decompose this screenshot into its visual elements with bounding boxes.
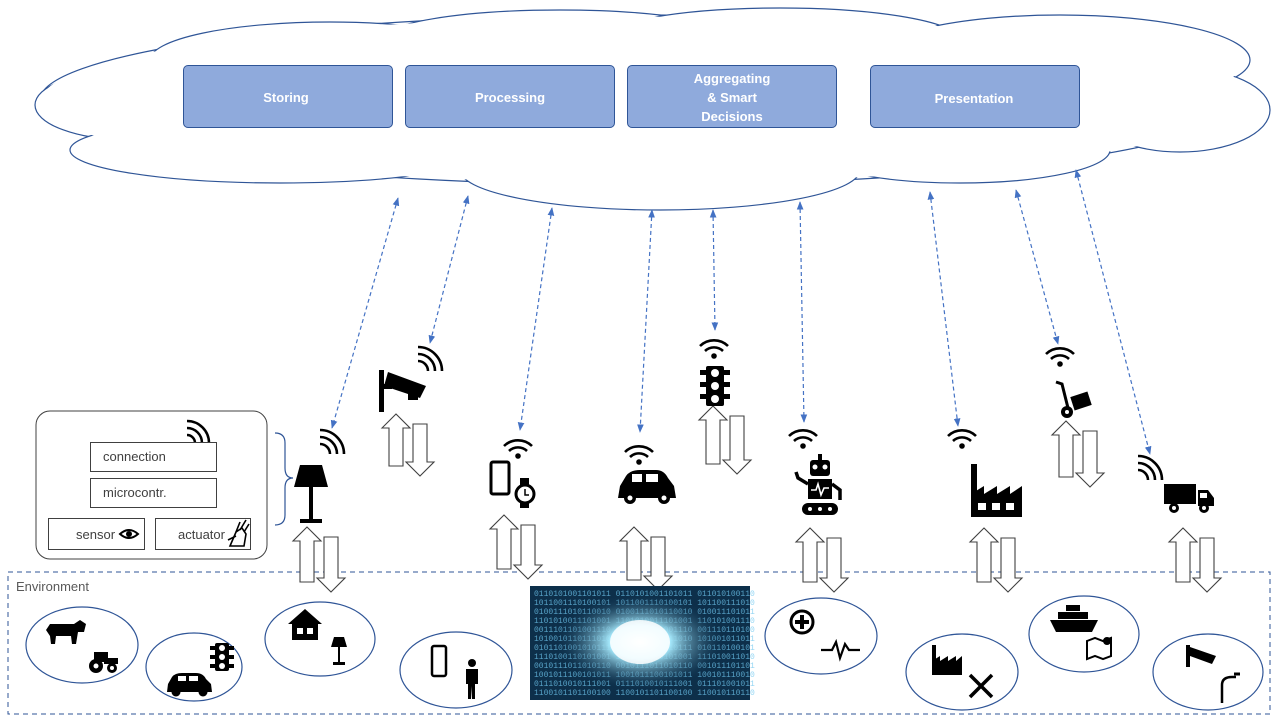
factory-icon [971, 464, 1022, 517]
tractor-icon [89, 652, 118, 673]
up-arrow [618, 526, 650, 581]
wifi-signals-up [503, 339, 1075, 465]
heartbeat-icon [821, 638, 860, 662]
down-arrow [404, 423, 436, 477]
storing-label: Storing [263, 90, 309, 105]
env-lamp-icon [331, 637, 347, 665]
up-arrow [380, 413, 412, 467]
traffic-light-icon [700, 366, 730, 406]
person-icon [466, 659, 478, 699]
env-health [764, 597, 878, 675]
down-arrow [992, 537, 1024, 593]
link-phone [517, 207, 555, 431]
sensor-label: sensor [76, 527, 116, 542]
wifi-signals [319, 345, 1164, 481]
cloud-links [330, 169, 1152, 455]
link-traffic-light [709, 209, 719, 331]
up-arrow [697, 405, 729, 465]
down-arrow [721, 415, 753, 475]
legend-bracket [274, 432, 294, 526]
env-logistics [1028, 595, 1140, 673]
hand-truck-icon [1055, 380, 1092, 418]
map-icon [1086, 636, 1112, 661]
delivery-truck-icon [1164, 484, 1214, 513]
link-lamp [330, 197, 400, 429]
actuator-box: actuator [155, 518, 251, 550]
aggregating-line-1: Aggregating [693, 71, 771, 86]
connection-box: connection [90, 442, 217, 472]
env-factory-icon [932, 645, 962, 675]
env-people [399, 631, 513, 709]
presentation-label: Presentation [934, 91, 1014, 106]
service-storing [183, 65, 393, 128]
down-arrow [1191, 537, 1223, 593]
data-tunnel-image: 0110101001101011 0110101001101011 011010… [530, 586, 755, 700]
eye-icon [118, 529, 140, 539]
robot-icon [794, 454, 842, 515]
tools-icon [968, 673, 994, 699]
up-arrow [794, 527, 826, 583]
car-icon [618, 470, 676, 504]
up-arrow [1050, 420, 1082, 478]
link-hand-truck [1014, 189, 1060, 345]
ship-icon [1050, 605, 1098, 632]
microcontroller-label: microcontr. [103, 485, 167, 500]
smartphone-watch-icon [489, 460, 536, 508]
aggregating-line-3: Decisions [701, 109, 763, 124]
aggregating-line-2: & Smart [707, 90, 757, 105]
actuator-label: actuator [178, 527, 225, 542]
service-presentation [870, 65, 1080, 128]
service-processing [405, 65, 615, 128]
security-camera-icon [379, 370, 426, 412]
up-arrow [488, 514, 520, 570]
env-phone-icon [430, 644, 448, 678]
up-arrow [968, 527, 1000, 583]
processing-label: Processing [474, 90, 546, 105]
environment-label: Environment [16, 579, 89, 594]
microcontroller-box: microcontr. [90, 478, 217, 508]
env-traffic-light-icon [210, 643, 234, 671]
down-arrow [818, 537, 850, 593]
link-camera [428, 195, 470, 344]
env-farm [25, 606, 139, 684]
device-environment-arrows [291, 405, 1223, 593]
down-arrow [1074, 430, 1106, 488]
sensor-box: sensor [48, 518, 145, 550]
aggregating-label: Aggregating & Smart Decisions [672, 69, 792, 126]
link-car [637, 209, 655, 433]
up-arrow [291, 526, 323, 583]
cow-icon [46, 620, 86, 644]
down-arrow [512, 524, 544, 580]
env-city [1152, 633, 1264, 711]
street-lamp-icon [1220, 672, 1240, 703]
floor-lamp-icon [294, 465, 328, 523]
env-home [264, 601, 376, 677]
service-aggregating [627, 65, 837, 128]
link-factory [927, 191, 961, 427]
down-arrow [642, 536, 674, 591]
down-arrow [315, 536, 347, 593]
house-icon [288, 609, 322, 640]
env-car-icon [167, 673, 212, 697]
up-arrow [1167, 527, 1199, 583]
actuator-hand-icon [227, 519, 250, 547]
binary-texture-row: 1100101101100100 1100101101100100 110010… [534, 689, 755, 698]
medical-cross-icon [789, 609, 815, 635]
link-truck [1074, 169, 1152, 455]
connection-label: connection [103, 449, 166, 464]
env-camera-icon [1186, 645, 1216, 667]
link-robot [796, 201, 808, 423]
